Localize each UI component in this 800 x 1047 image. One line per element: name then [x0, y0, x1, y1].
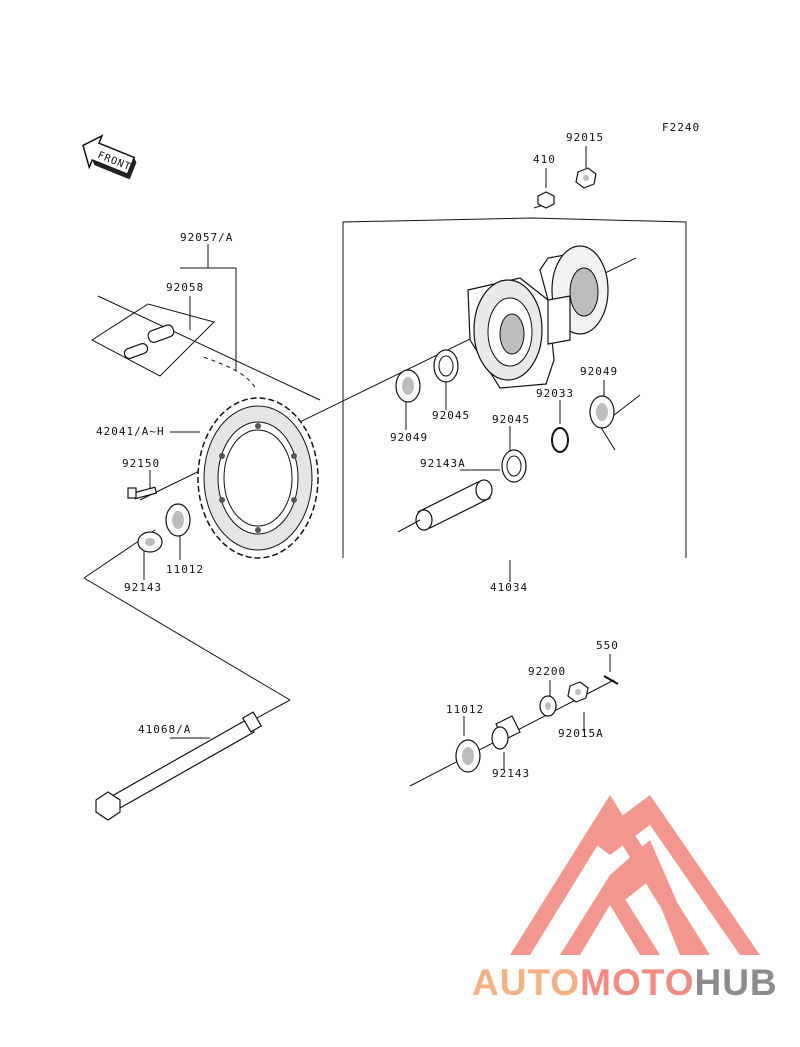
watermark-part-moto: MOTO	[580, 962, 695, 1003]
label-41068: 41068/A	[138, 723, 192, 736]
label-92150: 92150	[122, 457, 161, 470]
collar-right	[491, 715, 521, 750]
chain-link-box	[91, 295, 321, 401]
oil-seal-right	[455, 739, 481, 773]
label-11012-left: 11012	[166, 563, 205, 576]
label-92049-left: 92049	[390, 431, 429, 444]
label-92045-mid: 92045	[492, 413, 531, 426]
drive-chain	[199, 355, 257, 391]
spacer-92143A	[415, 479, 493, 531]
rear-sprocket	[197, 397, 319, 559]
washer-92200	[539, 695, 557, 717]
label-92033: 92033	[536, 387, 575, 400]
rear-axle	[95, 711, 263, 821]
nut-410	[537, 191, 555, 209]
circlip-92033	[551, 427, 569, 453]
label-92058: 92058	[166, 281, 205, 294]
bearing-92045-top	[433, 349, 459, 383]
nut-92015A	[567, 681, 589, 703]
leader-left-bottom	[83, 577, 291, 701]
label-92143A: 92143A	[420, 457, 466, 470]
hub-box-outline	[342, 217, 687, 558]
seal-92049-right	[589, 395, 615, 429]
cotter-pin-550	[603, 675, 619, 685]
label-92015: 92015	[566, 131, 605, 144]
label-11012-right: 11012	[446, 703, 485, 716]
bearing-92045-mid	[501, 449, 527, 483]
label-550: 550	[596, 639, 619, 652]
rear-hub	[467, 245, 609, 389]
oil-seal-left	[165, 503, 191, 537]
figure-code: F2240	[662, 121, 701, 134]
label-92143-left: 92143	[124, 581, 163, 594]
sprocket-bolt	[127, 486, 158, 500]
automotohub-logo-icon	[510, 795, 760, 955]
watermark-part-hub: HUB	[694, 962, 778, 1003]
label-92045-top: 92045	[432, 409, 471, 422]
label-92200: 92200	[528, 665, 567, 678]
leader-right-mid-2	[599, 425, 616, 451]
label-92015A: 92015A	[558, 727, 604, 740]
leader-spacer	[397, 519, 421, 533]
master-link	[123, 324, 175, 359]
nut-92015	[575, 167, 597, 189]
label-92143-right: 92143	[492, 767, 531, 780]
seal-92049-left	[395, 369, 421, 403]
automotohub-watermark-text: AUTOMOTOHUB	[472, 962, 778, 1004]
label-42041: 42041/A~H	[96, 425, 165, 438]
label-92057: 92057/A	[180, 231, 234, 244]
collar-left	[137, 531, 163, 553]
label-92049-right: 92049	[580, 365, 619, 378]
label-41034: 41034	[490, 581, 529, 594]
watermark-part-auto: AUTO	[472, 962, 581, 1003]
front-arrow-icon	[82, 134, 137, 180]
label-410: 410	[533, 153, 556, 166]
